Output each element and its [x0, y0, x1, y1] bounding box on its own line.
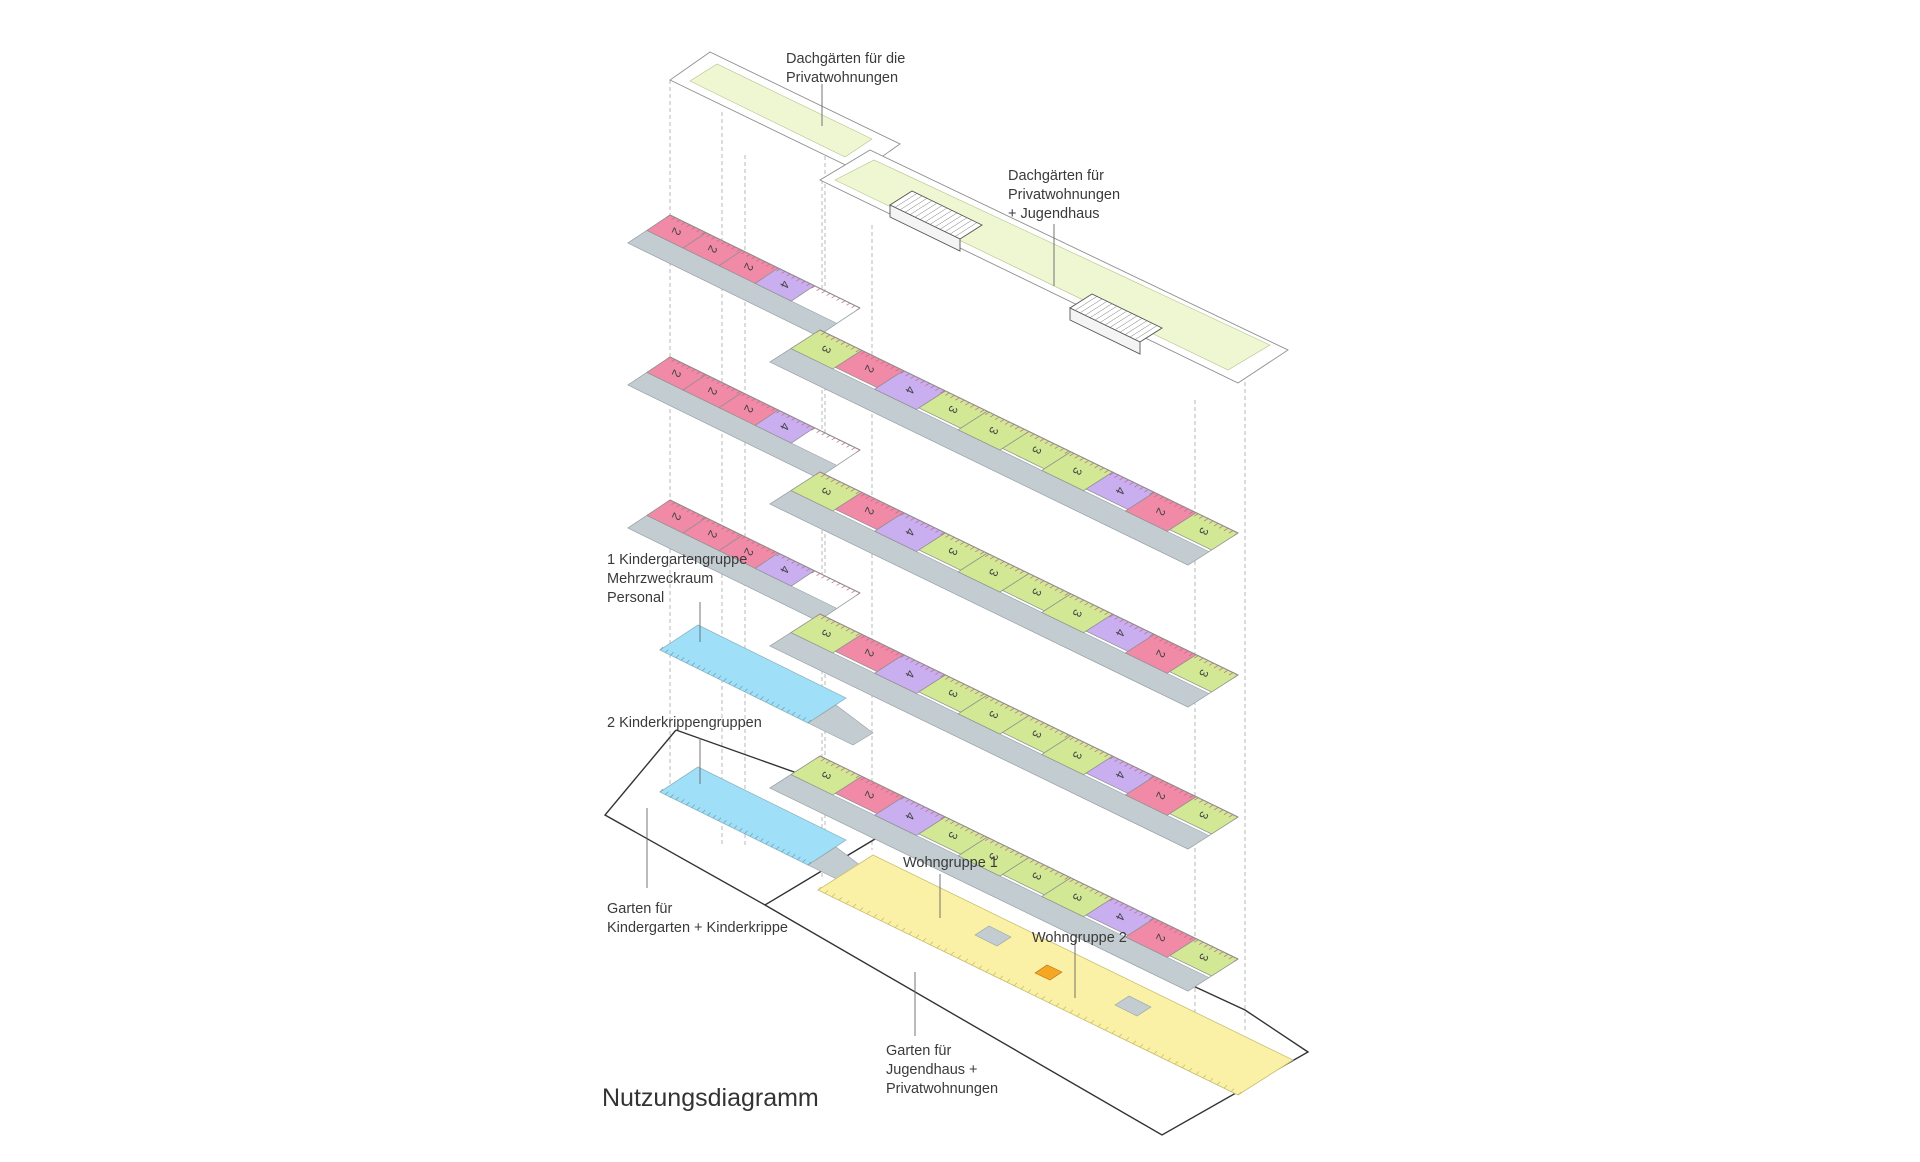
- kita-stair: [807, 704, 874, 746]
- roof-gardens: [669, 51, 1289, 384]
- label-roof-right: Dachgärten für Privatwohnungen + Jugendh…: [1008, 168, 1121, 222]
- front-edge: [819, 755, 1239, 960]
- kita-hatch: [659, 646, 812, 724]
- label-kindergarten: 1 Kindergartengruppe Mehrzweckraum Perso…: [607, 552, 748, 606]
- front-edge: [669, 499, 861, 594]
- structure-ribs: [1074, 296, 1158, 340]
- balcony-hatch: [815, 755, 1239, 962]
- youth-hatch: [817, 886, 1242, 1096]
- label-kinderkrippe: 2 Kinderkrippengruppen: [607, 715, 762, 731]
- front-edge: [819, 329, 1239, 534]
- front-edge: [669, 214, 861, 309]
- roof-structure-2: [1069, 293, 1163, 355]
- youth-stair: [974, 925, 1012, 947]
- diagram-title: Nutzungsdiagramm: [602, 1084, 819, 1112]
- structure-side: [1069, 307, 1141, 355]
- label-wohngruppe-1: Wohngruppe 1: [903, 855, 998, 871]
- leader-lines: [646, 84, 1076, 1036]
- front-edge: [669, 356, 861, 451]
- floor-plates: 2224222422243243333423324333342332433334…: [627, 214, 1294, 1096]
- front-edge: [819, 613, 1239, 818]
- structure-side: [889, 204, 961, 252]
- balcony-hatch: [815, 613, 1239, 820]
- label-garden-kids: Garten für Kindergarten + Kinderkrippe: [607, 901, 788, 936]
- roof-left-garden: [689, 63, 873, 158]
- accent-room: [1034, 964, 1063, 981]
- front-edge: [819, 471, 1239, 676]
- label-garden-youth: Garten für Jugendhaus + Privatwohnungen: [886, 1043, 999, 1097]
- ground-floor-youth: [817, 854, 1294, 1096]
- structure-ribs: [894, 193, 978, 237]
- label-roof-left: Dachgärten für die Privatwohnungen: [786, 51, 906, 86]
- youth-stair: [1114, 995, 1152, 1017]
- roof-structure-1: [889, 190, 983, 252]
- kita-hatch: [659, 788, 812, 866]
- kita-plate: [659, 766, 847, 866]
- label-wohngruppe-2: Wohngruppe 2: [1032, 930, 1127, 946]
- balcony-hatch: [815, 329, 1239, 536]
- balcony-hatch: [666, 214, 861, 311]
- kindergarten-floor: [659, 624, 874, 746]
- kita-plate: [659, 624, 847, 724]
- balcony-hatch: [666, 356, 861, 453]
- balcony-hatch: [815, 471, 1239, 678]
- balcony-hatch: [666, 499, 861, 596]
